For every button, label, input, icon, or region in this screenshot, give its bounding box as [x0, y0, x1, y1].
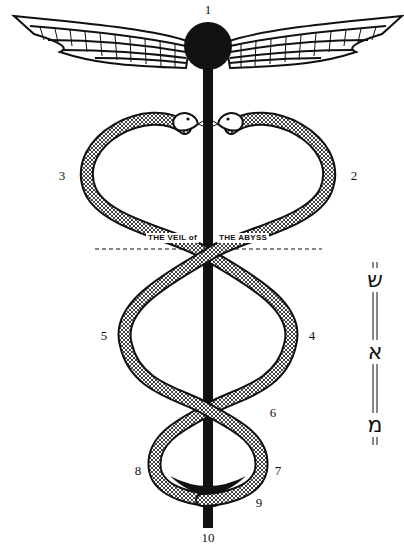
right-wing: [226, 16, 402, 68]
callout-number: 8: [133, 463, 144, 478]
callout-number: 10: [200, 530, 217, 545]
sun-disk: [184, 22, 232, 70]
hebrew-letter: ש: [365, 268, 385, 292]
right-serpent: [124, 113, 329, 500]
hebrew-letter: א: [366, 340, 385, 364]
callout-number: 2: [349, 168, 360, 183]
callout-number: 1: [203, 2, 214, 17]
callout-number: 4: [307, 328, 318, 343]
callout-number: 3: [57, 168, 68, 183]
crescent: [170, 476, 246, 494]
hebrew-letter: מ: [366, 413, 385, 437]
callout-number: 5: [99, 328, 110, 343]
callout-number: 7: [273, 463, 284, 478]
staff: [203, 52, 213, 528]
left-wing: [14, 16, 190, 68]
callout-number: 6: [268, 405, 279, 420]
veil-label: THE ABYSS: [217, 233, 269, 243]
callout-number: 9: [254, 495, 265, 510]
veil-label: THE VEIL of: [146, 233, 199, 243]
